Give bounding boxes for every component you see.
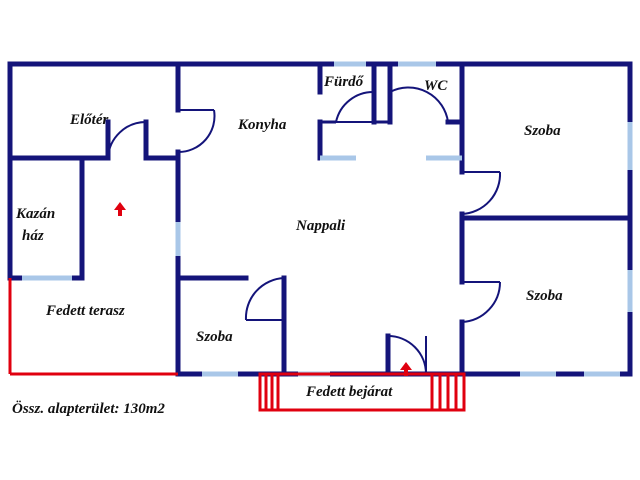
arrow-up-icon	[400, 362, 412, 376]
room-label-szoba-top-right: Szoba	[524, 123, 561, 139]
room-label-wc: WC	[424, 78, 448, 94]
room-label-szoba-bottom-left: Szoba	[196, 329, 233, 345]
room-label-fedett-terasz: Fedett terasz	[45, 303, 125, 319]
room-label-kazan-line2: ház	[22, 228, 44, 244]
windows	[22, 61, 633, 377]
room-label-furdo: Fürdő	[323, 74, 365, 90]
room-label-konyha: Konyha	[237, 117, 287, 133]
room-label-szoba-bottom-right: Szoba	[526, 288, 563, 304]
room-label-eloter: Előtér	[69, 112, 108, 128]
total-area-label: Össz. alapterület: 130m2	[12, 400, 165, 417]
doors	[107, 86, 502, 375]
arrow-up-icon	[114, 202, 126, 216]
entrance-arrow-icons	[114, 202, 412, 376]
room-label-fedett-bejarat: Fedett bejárat	[305, 384, 393, 400]
room-label-nappali: Nappali	[295, 218, 346, 234]
terrace-outline	[8, 278, 466, 412]
room-label-kazan-line1: Kazán	[15, 206, 55, 222]
